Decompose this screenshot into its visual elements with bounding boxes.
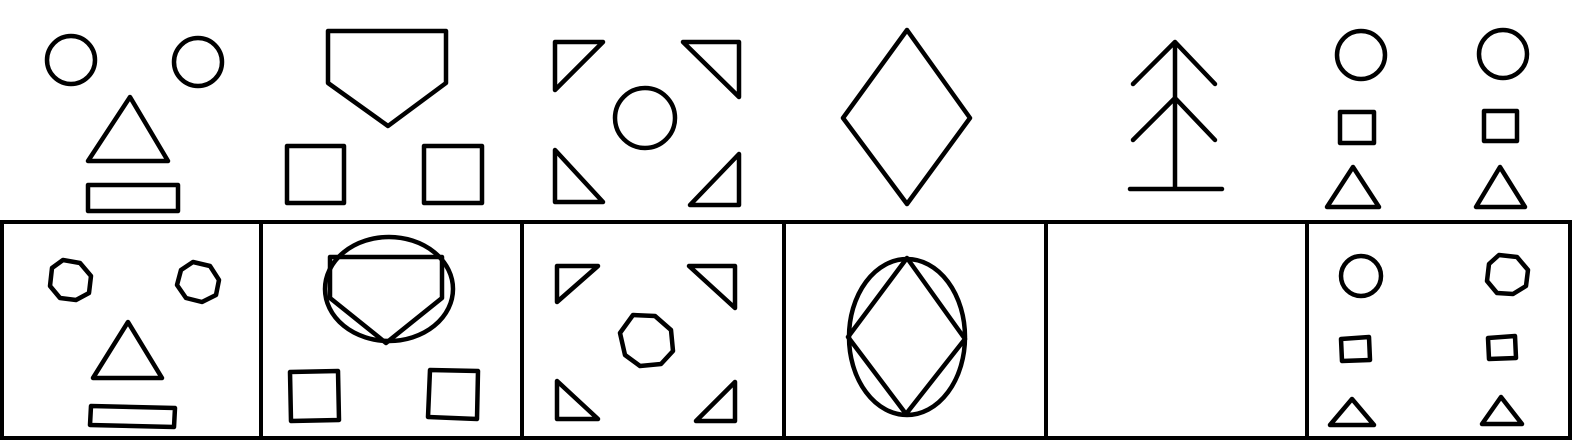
triangle-shape	[552, 39, 606, 93]
square-shape	[1485, 333, 1519, 362]
top-panel-1	[44, 33, 225, 214]
square-shape	[1338, 334, 1373, 364]
square-shape	[1481, 108, 1520, 144]
triangle-shape	[554, 263, 601, 305]
top-panel-5	[1127, 39, 1225, 192]
triangle-shape	[686, 263, 738, 311]
square-shape	[287, 368, 342, 424]
pentagon-shape	[325, 28, 449, 129]
circle-shape	[171, 35, 225, 89]
ellipse-shape	[846, 256, 968, 418]
triangle-shape	[1327, 396, 1377, 428]
circle-shape	[1476, 27, 1530, 81]
bottom-panel-1	[47, 257, 222, 430]
square-shape	[284, 143, 347, 206]
triangle-shape	[687, 151, 742, 208]
triangle-shape	[1324, 164, 1382, 210]
octagon-shape	[1484, 252, 1531, 297]
top-row	[44, 27, 1530, 214]
octagon-shape	[617, 312, 676, 369]
octagon-shape	[174, 259, 222, 305]
triangle-shape	[1479, 394, 1525, 427]
square-shape	[1337, 109, 1377, 146]
top-panel-4	[840, 27, 973, 207]
bottom-panel-6	[1327, 252, 1531, 428]
triangle-shape	[680, 39, 742, 100]
square-shape	[425, 367, 481, 422]
triangle-shape	[554, 378, 601, 422]
triangle-shape	[85, 94, 171, 164]
triangle-shape	[90, 319, 165, 381]
octagon-shape	[47, 257, 94, 303]
top-panel-3	[552, 39, 742, 208]
triangle-shape	[1473, 164, 1528, 210]
top-panel-2	[284, 28, 485, 206]
triangle-shape	[552, 147, 606, 205]
circle-shape	[1334, 28, 1388, 82]
circle-shape	[44, 33, 98, 87]
pentagon-shape	[327, 254, 445, 346]
bottom-panel-4	[845, 255, 968, 418]
bottom-row-frames	[0, 220, 1572, 440]
bottom-panel-2	[287, 234, 481, 424]
rectangle-shape	[85, 182, 181, 214]
ellipse-shape	[322, 234, 456, 344]
diamond-shape	[845, 255, 968, 417]
triangle-shape	[693, 379, 738, 424]
circle-shape	[612, 85, 678, 151]
bottom-panel-3	[554, 263, 738, 424]
bottom-row	[47, 234, 1531, 430]
diamond-shape	[840, 27, 973, 207]
circle-shape	[1338, 253, 1384, 299]
tree-shape	[1127, 39, 1225, 192]
square-shape	[421, 143, 485, 206]
rectangle-shape	[87, 403, 178, 430]
top-panel-6	[1324, 27, 1530, 210]
